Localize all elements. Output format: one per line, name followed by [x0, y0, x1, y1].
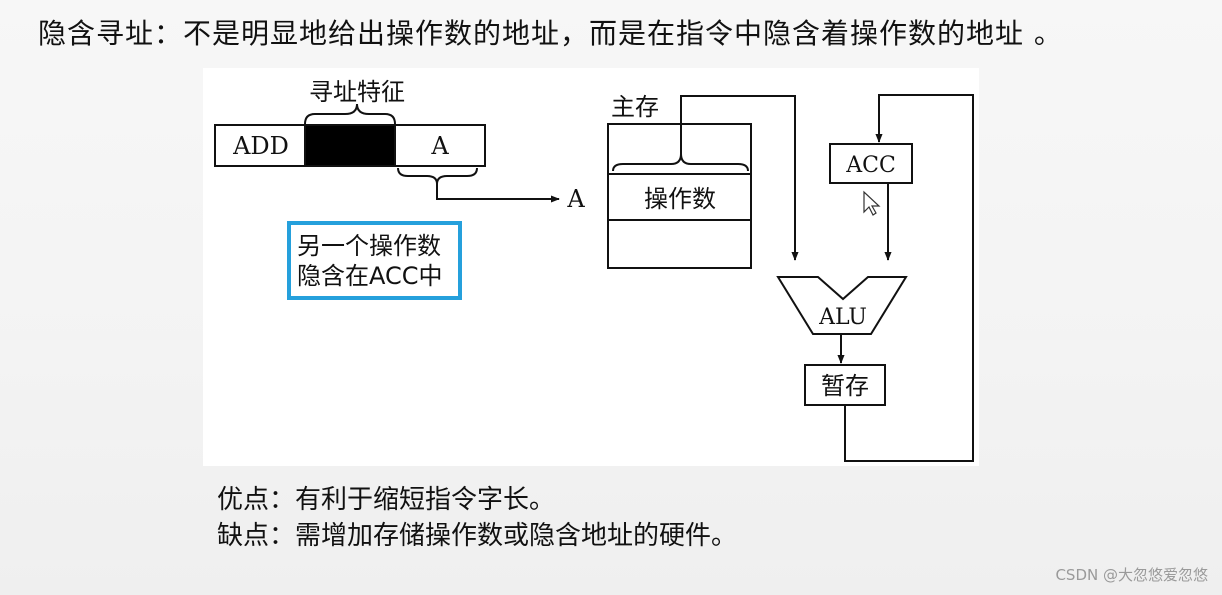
watermark: CSDN @大忽悠爱忽悠 [1055, 566, 1208, 584]
acc-label: ACC [845, 153, 896, 178]
implicit-operand-note: 另一个操作数 隐含在ACC中 [287, 221, 462, 300]
implicit-addressing-diagram: 寻址特征 ADD A A 主存 操作数 ACC ALU 暂存 [214, 78, 974, 462]
note-line-1: 另一个操作数 [297, 232, 441, 260]
diagram-panel: 寻址特征 ADD A A 主存 操作数 ACC ALU 暂存 [203, 68, 979, 466]
page-heading: 隐含寻址：不是明显地给出操作数的地址，而是在指令中隐含着操作数的地址 。 [38, 17, 1063, 50]
memory-to-alu-arrow [680, 95, 799, 261]
feature-label: 寻址特征 [309, 78, 405, 106]
operand-label: 操作数 [644, 185, 716, 213]
feature-field [304, 124, 396, 167]
disadvantages-line: 缺点：需增加存储操作数或隐含地址的硬件。 [217, 521, 738, 551]
pros-cons: 优点：有利于缩短指令字长。 缺点：需增加存储操作数或隐含地址的硬件。 [217, 482, 737, 554]
instruction-opcode: ADD [232, 132, 289, 160]
alu-label: ALU [818, 305, 867, 330]
acc-register [829, 143, 913, 184]
feedback-to-acc-arrow [844, 94, 974, 462]
memory-box [607, 123, 752, 269]
address-target-label: A [566, 185, 585, 213]
alu-unit [776, 276, 908, 335]
address-brace [397, 167, 478, 185]
temp-label: 暂存 [821, 372, 869, 400]
mouse-cursor-icon [863, 190, 881, 216]
advantages-line: 优点：有利于缩短指令字长。 [217, 485, 556, 515]
address-arrow [436, 184, 560, 203]
note-line-2: 隐含在ACC中 [297, 262, 443, 290]
instruction-address: A [430, 132, 449, 160]
memory-label: 主存 [611, 93, 659, 121]
feature-brace [304, 103, 396, 125]
